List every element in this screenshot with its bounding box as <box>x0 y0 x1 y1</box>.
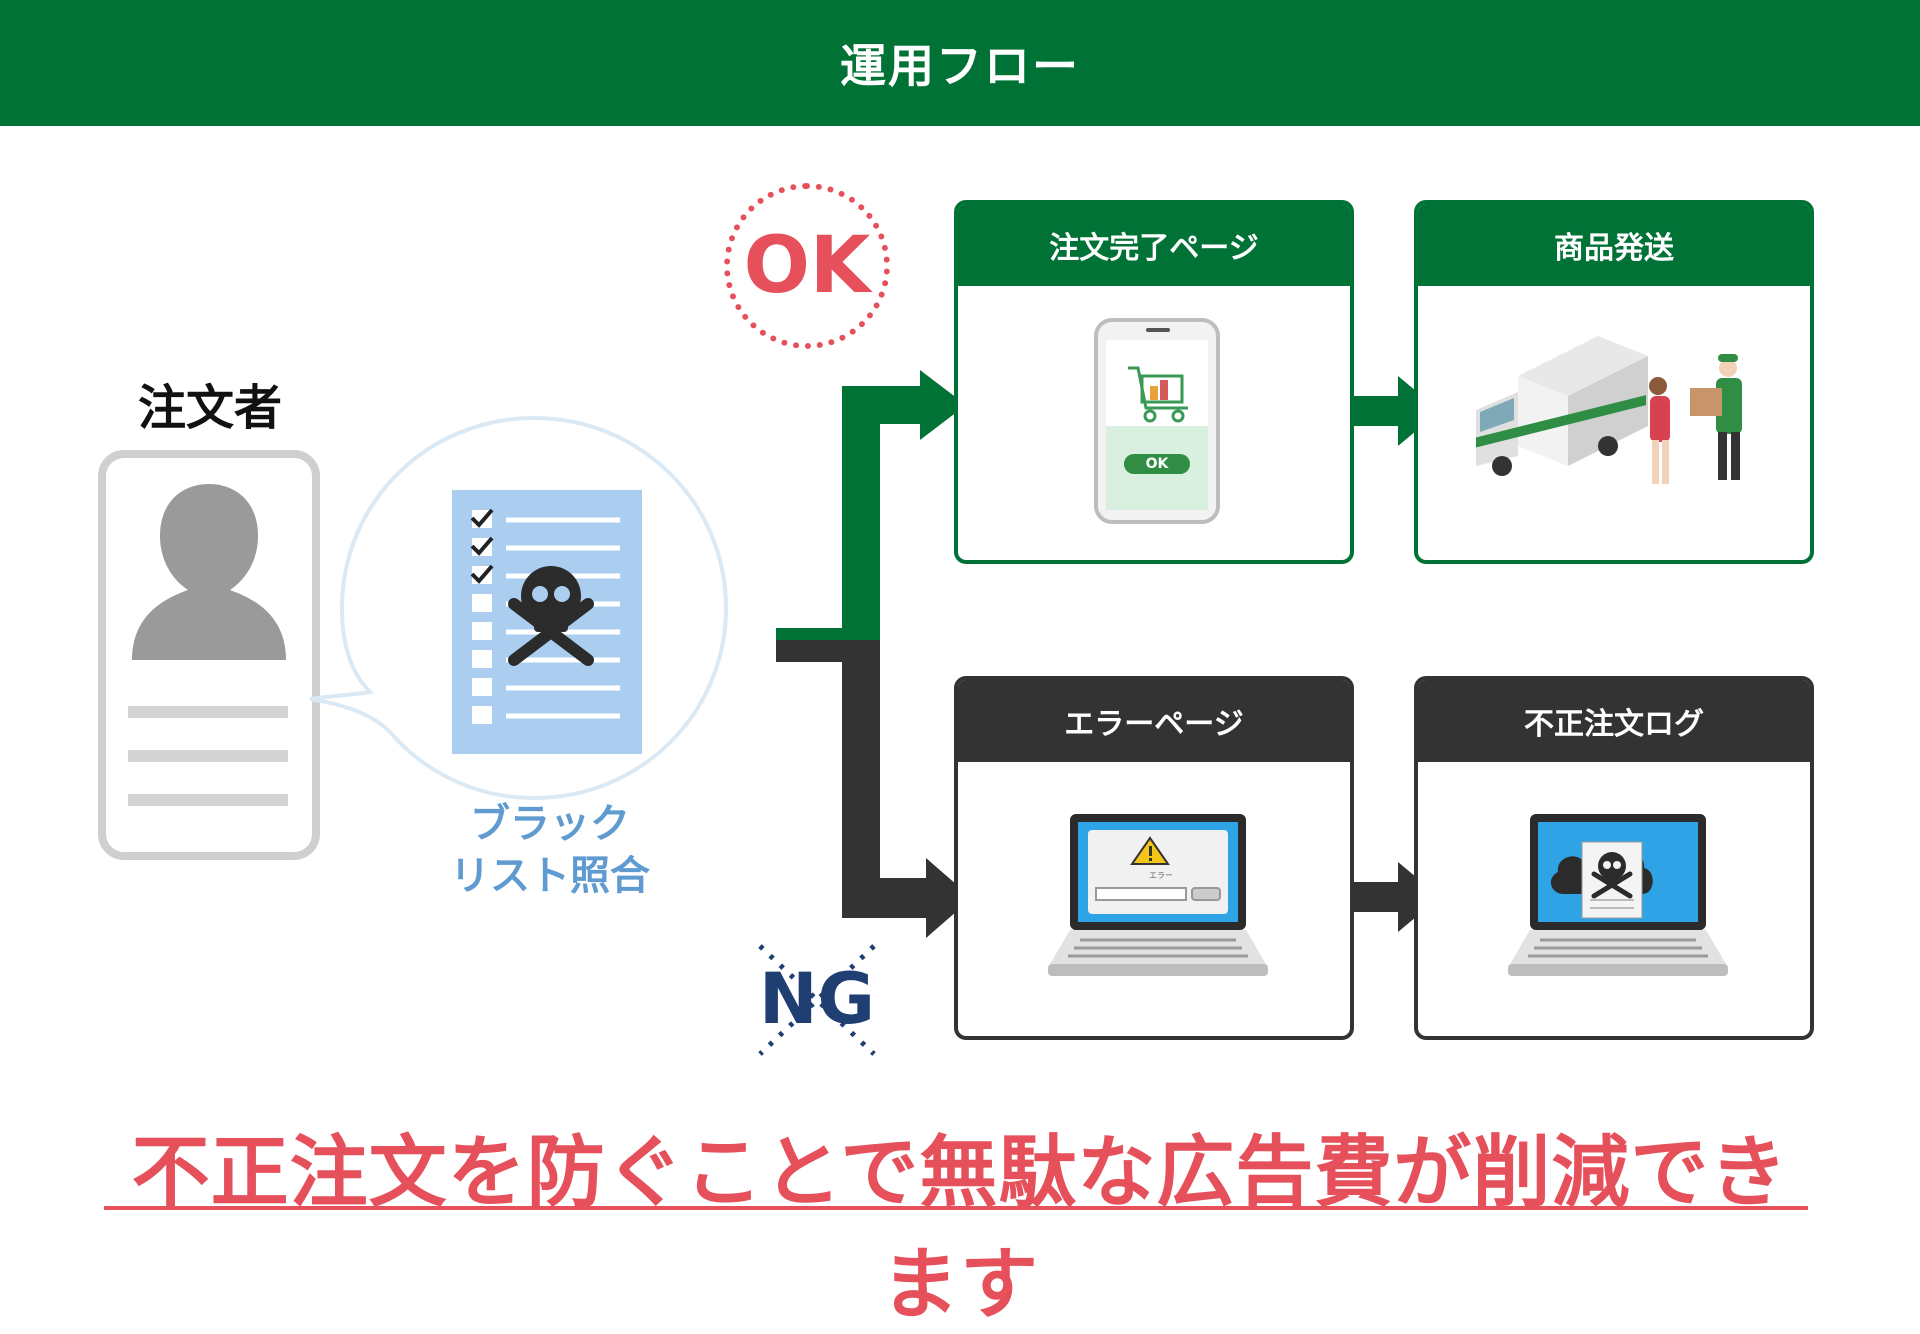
error-page-title: エラーページ <box>958 680 1350 762</box>
ok-branch-arrow <box>776 370 966 640</box>
ok-button-text: OK <box>1145 456 1169 472</box>
order-complete-card: 注文完了ページ OK <box>954 200 1354 564</box>
error-dialog-text: エラー <box>1149 871 1173 880</box>
blacklist-document-icon <box>452 490 642 754</box>
page-title: 運用フロー <box>840 39 1080 93</box>
ng-branch-arrow <box>776 640 972 938</box>
bottom-message: 不正注文を防ぐことで無駄な広告費が削減できます <box>131 1128 1789 1330</box>
blacklist-check-label: ブラック リスト照合 <box>450 801 650 899</box>
skull-crossbones-icon <box>1591 852 1633 899</box>
header-bar: 運用フロー <box>0 0 1920 126</box>
laptop-error-icon <box>1048 814 1268 976</box>
laptop-fraud-log-icon <box>1508 814 1728 976</box>
delivery-truck-icon <box>1476 336 1742 484</box>
orderer-profile-card-icon <box>98 450 320 860</box>
error-page-card: エラーページ エラー <box>954 676 1354 1040</box>
orderer-label: 注文者 <box>137 380 282 436</box>
ng-stamp: NG <box>752 940 882 1060</box>
order-complete-title: 注文完了ページ <box>958 204 1350 286</box>
skull-crossbones-icon <box>508 566 594 666</box>
shipping-card: 商品発送 <box>1414 200 1814 564</box>
fraud-log-card: 不正注文ログ <box>1414 676 1814 1040</box>
shipping-title: 商品発送 <box>1418 204 1810 286</box>
fraud-log-title: 不正注文ログ <box>1418 680 1810 762</box>
smartphone-cart-icon <box>1094 318 1220 524</box>
bottom-underline <box>104 1206 1808 1210</box>
ok-stamp: OK <box>724 183 890 349</box>
person-silhouette-icon <box>132 484 286 660</box>
